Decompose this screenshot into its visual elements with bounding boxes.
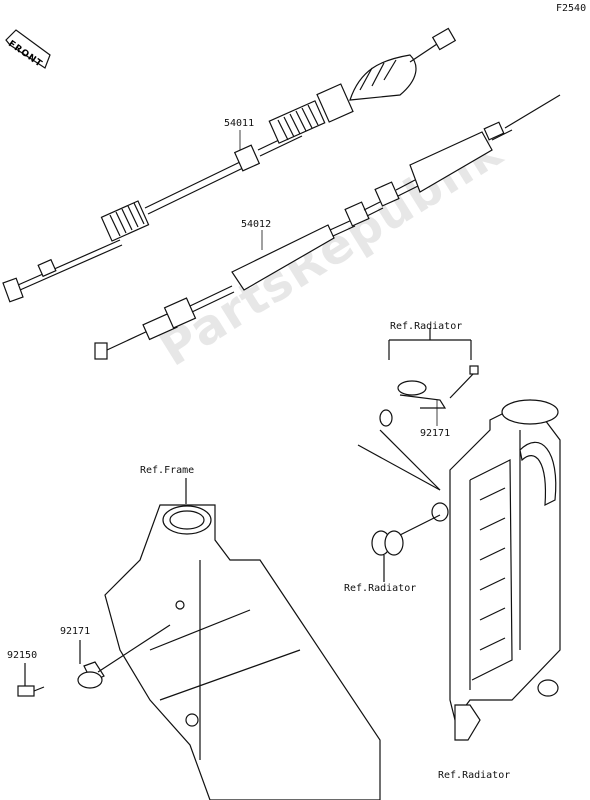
front-arrow-icon bbox=[5, 29, 51, 69]
bolt bbox=[17, 663, 45, 697]
part-label-92150: 92150 bbox=[7, 650, 38, 661]
part-label-92171-upper: 92171 bbox=[420, 428, 451, 439]
part-label-92171-lower: 92171 bbox=[60, 626, 91, 637]
throttle-cable bbox=[94, 94, 561, 360]
lower-clamp bbox=[77, 624, 171, 689]
frame bbox=[104, 478, 381, 800]
figure-code: F2540 bbox=[556, 3, 587, 14]
grommet bbox=[371, 514, 441, 582]
ref-radiator-bottom-label: Ref.Radiator bbox=[438, 770, 511, 781]
radiator bbox=[357, 399, 561, 741]
ref-radiator-top-label: Ref.Radiator bbox=[390, 321, 463, 332]
upper-clamp bbox=[379, 328, 479, 427]
part-label-54012: 54012 bbox=[241, 219, 272, 230]
clutch-cable bbox=[2, 27, 457, 303]
part-label-54011: 54011 bbox=[224, 118, 255, 129]
ref-radiator-mid-label: Ref.Radiator bbox=[344, 583, 417, 594]
ref-frame-label: Ref.Frame bbox=[140, 465, 195, 476]
leader-lines bbox=[239, 130, 438, 426]
